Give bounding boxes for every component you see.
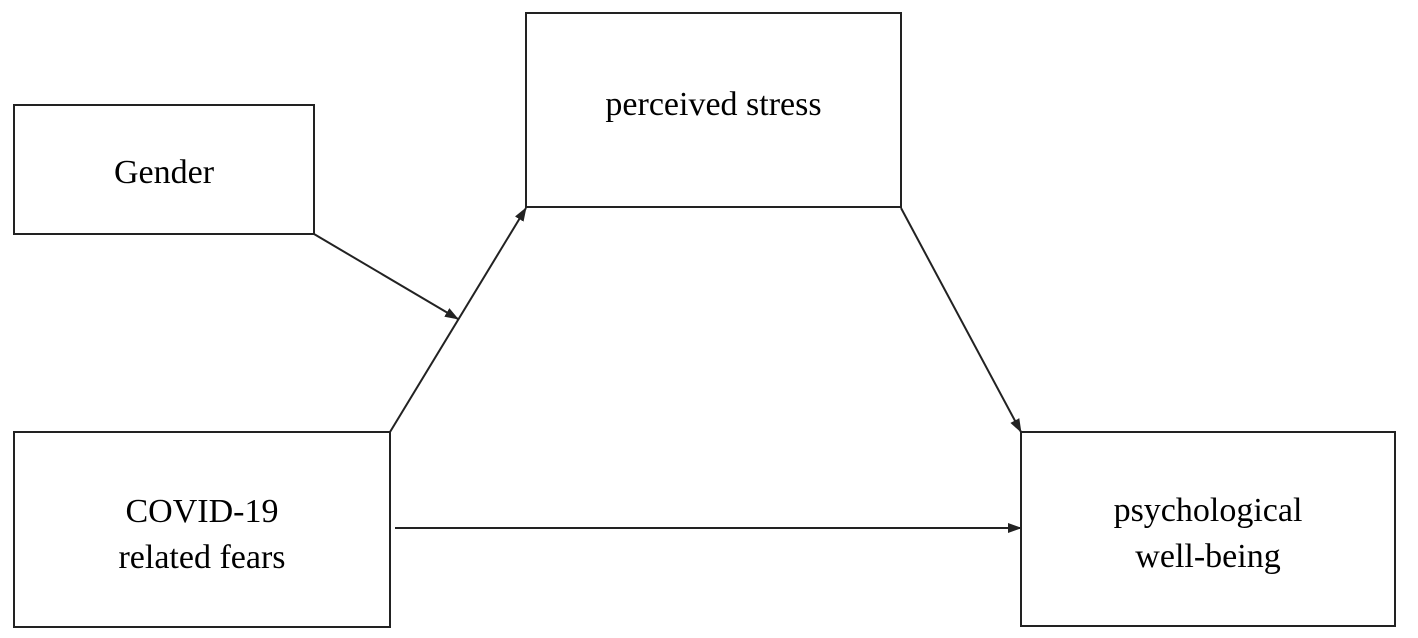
arrow-fears-to-stress (389, 207, 527, 433)
node-covid-fears-line-1: COVID-19 (125, 492, 279, 530)
node-perceived-stress-line-1: perceived stress (605, 86, 822, 123)
node-gender-line-1: Gender (113, 153, 215, 191)
node-perceived-stress-label: perceived stress (605, 82, 821, 128)
node-wellbeing-line-2: well-being (1135, 538, 1281, 575)
node-covid-fears-line-2: related fears (118, 538, 286, 576)
node-wellbeing: psychological well-being (1020, 431, 1396, 627)
node-perceived-stress: perceived stress (525, 12, 902, 208)
node-covid-fears-label: COVID-19 related fears (118, 489, 285, 581)
node-covid-fears: COVID-19 related fears (13, 431, 391, 628)
node-wellbeing-label: psychological well-being (1114, 488, 1303, 580)
node-gender-label: Gender (114, 150, 214, 196)
node-wellbeing-line-1: psychological (1113, 492, 1303, 529)
arrow-stress-to-wellbeing (900, 207, 1022, 433)
arrow-gender-moderation (313, 233, 459, 320)
node-gender: Gender (13, 104, 315, 235)
